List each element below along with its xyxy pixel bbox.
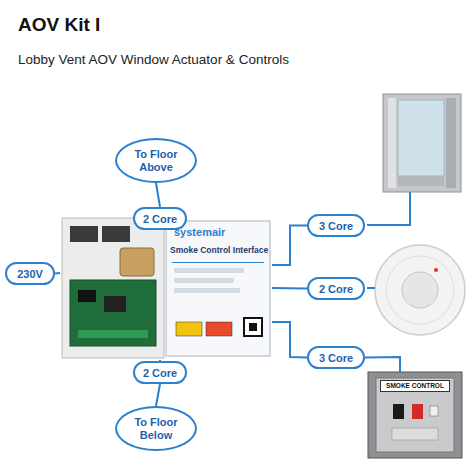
cable-line	[365, 357, 400, 372]
smoke-control-panel: SMOKE CONTROL	[368, 372, 462, 458]
detector-chamber	[402, 272, 438, 308]
node-text: 230V	[17, 268, 43, 280]
detector-led	[434, 268, 438, 272]
battery	[102, 226, 130, 242]
floor-ellipse: To Floor Below	[115, 406, 197, 451]
brand-name: systemair	[174, 226, 225, 238]
transformer	[120, 248, 154, 276]
battery	[70, 226, 98, 242]
cable-pill: 2 Core	[133, 361, 187, 384]
panel-button	[393, 404, 404, 419]
divider	[172, 262, 264, 263]
panel-plate	[392, 428, 438, 440]
form-line	[174, 278, 234, 283]
circuit-board	[70, 280, 156, 346]
chip	[78, 290, 96, 302]
chip	[104, 296, 126, 312]
cable-pill: 3 Core	[307, 346, 365, 369]
cable-line	[156, 183, 160, 207]
product-title: Smoke Control Interface	[170, 245, 268, 255]
node-text: SMOKE CONTROL	[380, 380, 450, 392]
window-frame	[383, 94, 461, 192]
controller-illustration	[62, 218, 270, 358]
cable-line	[272, 226, 307, 266]
detector-ring	[386, 256, 454, 324]
panel-housing	[368, 372, 462, 458]
warning-label	[176, 322, 202, 336]
smoke-control-panel-illustration	[368, 372, 462, 458]
panel-button	[412, 404, 423, 419]
node-text: To Floor Below	[125, 416, 187, 442]
form-line	[174, 288, 240, 293]
warning-label	[206, 322, 232, 336]
window-profile	[398, 176, 444, 186]
node-text: 2 Core	[319, 283, 353, 295]
form-line	[174, 268, 244, 273]
label-panel	[166, 221, 270, 356]
key-switch	[430, 406, 438, 416]
panel-face	[376, 378, 454, 452]
node-text: To Floor Above	[125, 148, 187, 174]
qr-code	[244, 318, 262, 336]
window-illustration	[383, 94, 461, 192]
node-text: 3 Core	[319, 352, 353, 364]
cable-line	[156, 384, 160, 406]
cable-pill: 3 Core	[307, 214, 365, 237]
wire	[367, 192, 410, 225]
cable-line	[272, 322, 307, 358]
window-glass	[398, 100, 444, 176]
window-profile	[388, 98, 396, 188]
cable-pill: 2 Core	[307, 277, 365, 300]
cable-line	[272, 287, 307, 290]
enclosure	[62, 218, 164, 358]
cable-line	[55, 272, 60, 275]
node-text: 2 Core	[143, 213, 177, 225]
floor-ellipse: To Floor Above	[115, 138, 197, 183]
diagram-title: AOV Kit I	[18, 14, 100, 36]
qr-code	[249, 323, 257, 331]
supply-pill: 230V	[5, 262, 55, 285]
node-text: 2 Core	[143, 367, 177, 379]
node-text: 3 Core	[319, 220, 353, 232]
controller-box: systemairSmoke Control Interface	[60, 217, 272, 360]
smoke-detector-illustration	[375, 245, 465, 335]
window-profile	[446, 98, 456, 188]
terminal-block	[78, 330, 148, 338]
diagram-subtitle: Lobby Vent AOV Window Actuator & Control…	[18, 52, 289, 67]
detector-body	[375, 245, 465, 335]
wire	[367, 287, 375, 289]
